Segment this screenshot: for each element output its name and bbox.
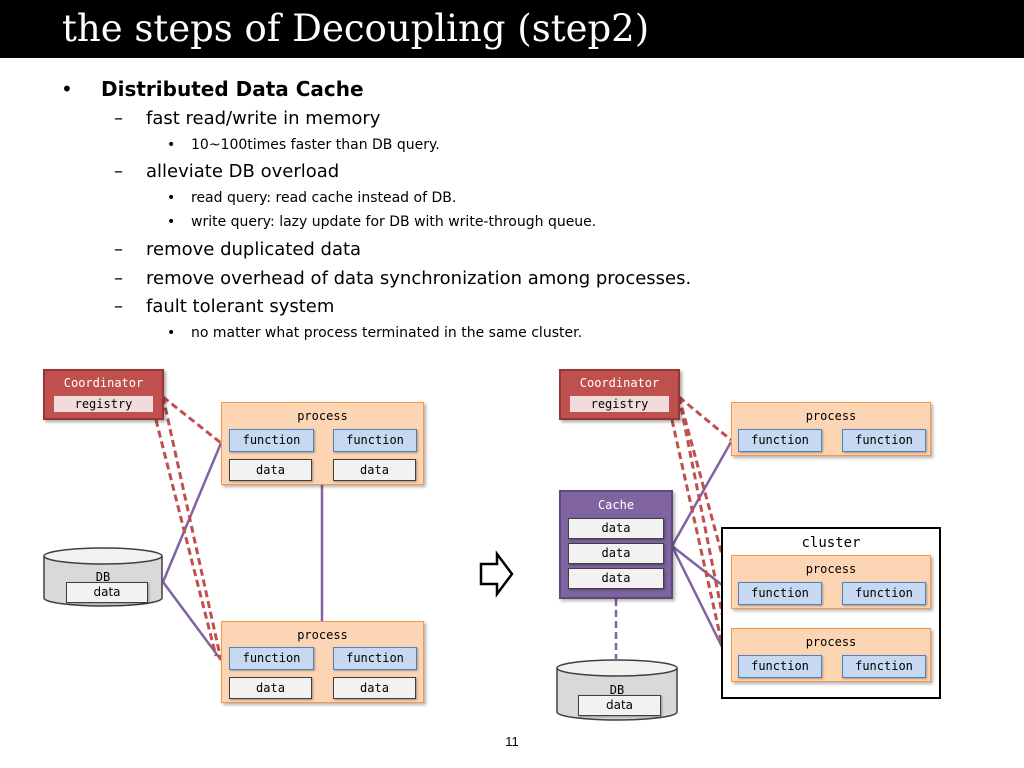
- bullet-text: fast read/write in memory: [146, 108, 381, 129]
- bullet-text: alleviate DB overload: [146, 161, 340, 182]
- bullet-heading: • Distributed Data Cache: [61, 77, 364, 101]
- function-box: function: [738, 582, 822, 605]
- coordinator-box: Coordinator registry: [559, 369, 680, 420]
- function-box: function: [842, 582, 926, 605]
- bullet-item: – remove overhead of data synchronizatio…: [114, 268, 692, 289]
- purple-links-left: [161, 442, 324, 661]
- coordinator-title: Coordinator: [579, 376, 660, 390]
- sub-bullet-item: • read query: read cache instead of DB.: [167, 190, 457, 206]
- sub-bullet-text: no matter what process terminated in the…: [191, 325, 583, 341]
- cache-data-box: data: [568, 543, 664, 564]
- title-bar: the steps of Decoupling (step2): [0, 0, 1024, 58]
- dot-marker: •: [167, 190, 176, 206]
- bullet-item: – fault tolerant system: [114, 296, 335, 317]
- process-box: process function function data data: [221, 402, 424, 485]
- coordinator-title: Coordinator: [63, 376, 144, 390]
- data-box: data: [333, 677, 416, 699]
- dash-marker: –: [114, 108, 123, 129]
- function-box: function: [738, 655, 822, 678]
- bullet-heading-text: Distributed Data Cache: [101, 77, 364, 101]
- cache-title: Cache: [597, 498, 635, 512]
- dash-marker: –: [114, 268, 123, 289]
- sub-bullet-item: • write query: lazy update for DB with w…: [167, 214, 597, 230]
- dot-marker: •: [167, 325, 176, 341]
- data-box: data: [333, 459, 416, 481]
- db-label: DB: [609, 683, 625, 697]
- process-box: process function function: [731, 402, 931, 456]
- bullet-item: – alleviate DB overload: [114, 161, 340, 182]
- function-box: function: [229, 647, 314, 670]
- data-box: data: [229, 677, 312, 699]
- process-label: process: [297, 409, 348, 423]
- process-label: process: [805, 635, 857, 649]
- process-box: process function function: [731, 555, 931, 609]
- sub-bullet-text: write query: lazy update for DB with wri…: [191, 214, 597, 230]
- process-label: process: [297, 628, 348, 642]
- function-box: function: [333, 429, 417, 452]
- db-data-box: data: [578, 695, 661, 716]
- bullet-item: – remove duplicated data: [114, 239, 362, 260]
- cache-box: Cache data data data: [559, 490, 673, 599]
- dot-marker: •: [167, 214, 176, 230]
- bullet-marker: •: [61, 77, 73, 101]
- dash-marker: –: [114, 239, 123, 260]
- sub-bullet-text: read query: read cache instead of DB.: [191, 190, 457, 206]
- function-box: function: [842, 429, 926, 452]
- db-data-box: data: [66, 582, 148, 603]
- dashed-links-left: [154, 395, 223, 661]
- dot-marker: •: [167, 137, 176, 153]
- process-box: process function function data data: [221, 621, 424, 703]
- registry-label: registry: [569, 395, 670, 413]
- function-box: function: [333, 647, 417, 670]
- bullet-text: fault tolerant system: [146, 296, 335, 317]
- slide-title: the steps of Decoupling (step2): [62, 7, 650, 50]
- page-number: 11: [505, 734, 519, 749]
- function-box: function: [229, 429, 314, 452]
- dash-marker: –: [114, 296, 123, 317]
- hollow-right-arrow-icon: [479, 550, 514, 598]
- sub-bullet-text: 10~100times faster than DB query.: [191, 137, 440, 153]
- bullet-text: remove duplicated data: [146, 239, 362, 260]
- bullet-item: – fast read/write in memory: [114, 108, 381, 129]
- data-box: data: [229, 459, 312, 481]
- architecture-diagram: Coordinator registry process function fu…: [0, 360, 1024, 730]
- registry-label: registry: [53, 395, 154, 413]
- sub-bullet-item: • no matter what process terminated in t…: [167, 325, 583, 341]
- cache-data-box: data: [568, 568, 664, 589]
- process-box: process function function: [731, 628, 931, 682]
- function-box: function: [842, 655, 926, 678]
- dash-marker: –: [114, 161, 123, 182]
- cluster-title: cluster: [801, 535, 861, 551]
- cache-data-box: data: [568, 518, 664, 539]
- process-label: process: [805, 409, 857, 423]
- bullet-text: remove overhead of data synchronization …: [146, 268, 692, 289]
- sub-bullet-item: • 10~100times faster than DB query.: [167, 137, 440, 153]
- bullet-list: • Distributed Data Cache – fast read/wri…: [0, 0, 1024, 360]
- process-label: process: [805, 562, 857, 576]
- coordinator-box: Coordinator registry: [43, 369, 164, 420]
- function-box: function: [738, 429, 822, 452]
- db-label: DB: [95, 570, 111, 584]
